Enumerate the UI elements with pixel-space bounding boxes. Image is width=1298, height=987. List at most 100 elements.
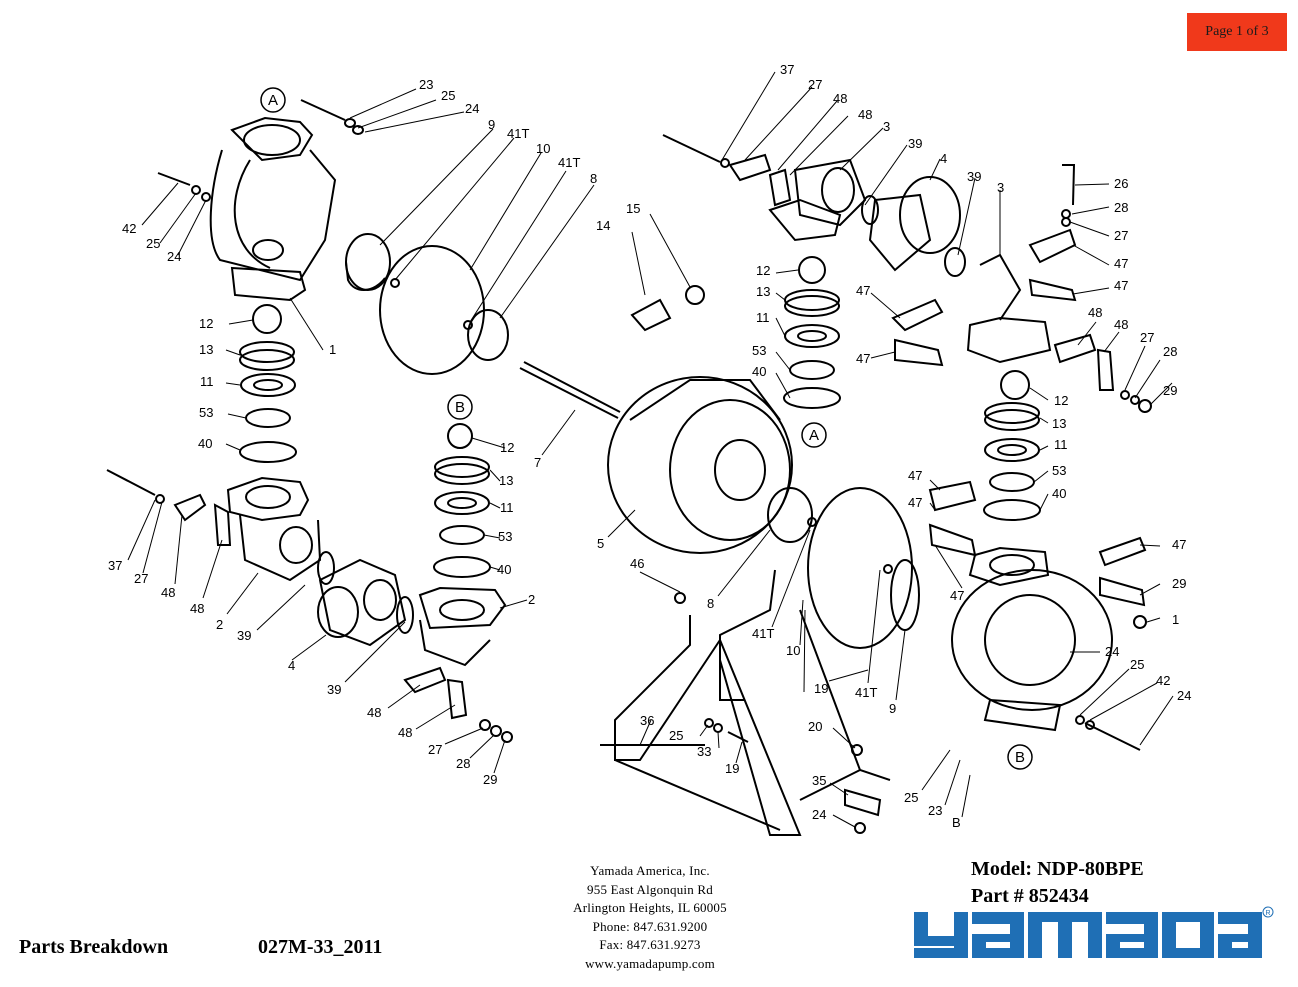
part-label: 29	[483, 772, 497, 787]
part-label: 47	[856, 351, 870, 366]
part-label: 10	[786, 643, 800, 658]
part-label: 15	[626, 201, 640, 216]
part-label: 53	[498, 529, 512, 544]
part-label: 2	[216, 617, 223, 632]
part-labels: 23 25 24 9 41T 10 41T 8 42 25 24 12 1 13…	[108, 62, 1191, 830]
upper-right-manifold	[662, 134, 1152, 629]
part-label: 48	[1114, 317, 1128, 332]
svg-text:A: A	[268, 92, 278, 109]
part-label: 11	[756, 310, 770, 325]
part-label: 23	[928, 803, 942, 818]
part-number: Part # 852434	[971, 885, 1089, 907]
part-label: 8	[590, 171, 597, 186]
part-label: 11	[1054, 437, 1068, 452]
part-label: 5	[597, 536, 604, 551]
company-address: Yamada America, Inc. 955 East Algonquin …	[530, 862, 770, 974]
part-label: 53	[752, 343, 766, 358]
company-street: 955 East Algonquin Rd	[587, 881, 713, 897]
part-label: 20	[808, 719, 822, 734]
footer-title: Parts Breakdown	[19, 936, 169, 958]
part-label: 10	[536, 141, 550, 156]
part-label: 8	[707, 596, 714, 611]
part-label: 48	[858, 107, 872, 122]
part-label: 27	[428, 742, 442, 757]
part-label: 26	[1114, 176, 1128, 191]
part-label: 39	[237, 628, 251, 643]
part-label: 24	[812, 807, 826, 822]
part-label: 47	[1172, 537, 1186, 552]
part-label: 48	[398, 725, 412, 740]
callout-a-right: A	[801, 422, 827, 448]
callout-a-top: A	[260, 87, 286, 113]
part-label: 39	[967, 169, 981, 184]
part-label: 3	[883, 119, 890, 134]
part-label: B	[952, 815, 961, 830]
part-label: 3	[997, 180, 1004, 195]
leader-lines	[127, 71, 1174, 828]
part-label: 23	[419, 77, 433, 92]
part-label: 29	[1163, 383, 1177, 398]
part-label: 48	[367, 705, 381, 720]
part-label: 27	[1114, 228, 1128, 243]
part-label: 24	[1177, 688, 1191, 703]
model-info: Model: NDP-80BPE Part # 852434	[971, 856, 1144, 910]
part-label: 47	[908, 495, 922, 510]
left-chamber-assembly	[157, 99, 364, 463]
part-label: 1	[329, 342, 336, 357]
company-phone: Phone: 847.631.9200	[592, 918, 708, 934]
part-label: 48	[833, 91, 847, 106]
part-label: 53	[1052, 463, 1066, 478]
part-label: 47	[908, 468, 922, 483]
part-label: 25	[146, 236, 160, 251]
part-label: 48	[190, 601, 204, 616]
part-label: 12	[199, 316, 213, 331]
part-label: 37	[780, 62, 794, 77]
part-label: 24	[465, 101, 479, 116]
part-label: 41T	[855, 685, 877, 700]
company-name: Yamada America, Inc.	[590, 863, 710, 878]
part-label: 19	[725, 761, 739, 776]
part-label: 46	[630, 556, 644, 571]
part-label: 11	[500, 500, 514, 515]
footer-code: 027M-33_2011	[258, 936, 383, 958]
part-label: 4	[288, 658, 295, 673]
part-label: 47	[856, 283, 870, 298]
company-city: Arlington Heights, IL 60005	[573, 900, 727, 916]
part-label: 9	[488, 117, 495, 132]
part-label: 9	[889, 701, 896, 716]
part-label: 27	[808, 77, 822, 92]
company-web: www.yamadapump.com	[585, 955, 715, 971]
part-label: 40	[198, 436, 212, 451]
part-label: 33	[697, 744, 711, 759]
part-label: 25	[904, 790, 918, 805]
part-label: 53	[199, 405, 213, 420]
part-label: 36	[640, 713, 654, 728]
svg-text:R: R	[1265, 910, 1270, 917]
svg-text:B: B	[1015, 749, 1025, 766]
part-label: 13	[756, 284, 770, 299]
part-label: 41T	[752, 626, 774, 641]
part-label: 28	[1163, 344, 1177, 359]
model-number: Model: NDP-80BPE	[971, 858, 1144, 880]
callout-b-left: B	[447, 394, 473, 420]
part-label: 39	[908, 136, 922, 151]
part-label: 25	[441, 88, 455, 103]
part-label: 24	[1105, 644, 1119, 659]
part-label: 12	[500, 440, 514, 455]
part-label: 27	[134, 571, 148, 586]
part-label: 4	[940, 151, 947, 166]
part-label: 19	[814, 681, 828, 696]
callout-b-bottom: B	[1007, 744, 1033, 770]
svg-text:A: A	[809, 427, 819, 444]
part-label: 2	[528, 592, 535, 607]
part-label: 25	[1130, 657, 1144, 672]
part-label: 41T	[507, 126, 529, 141]
part-label: 12	[756, 263, 770, 278]
page-indicator: Page 1 of 3	[1187, 13, 1287, 51]
part-label: 14	[596, 218, 610, 233]
svg-text:B: B	[455, 399, 465, 416]
part-label: 13	[1052, 416, 1066, 431]
part-label: 48	[161, 585, 175, 600]
center-body	[519, 285, 817, 554]
part-label: 37	[108, 558, 122, 573]
